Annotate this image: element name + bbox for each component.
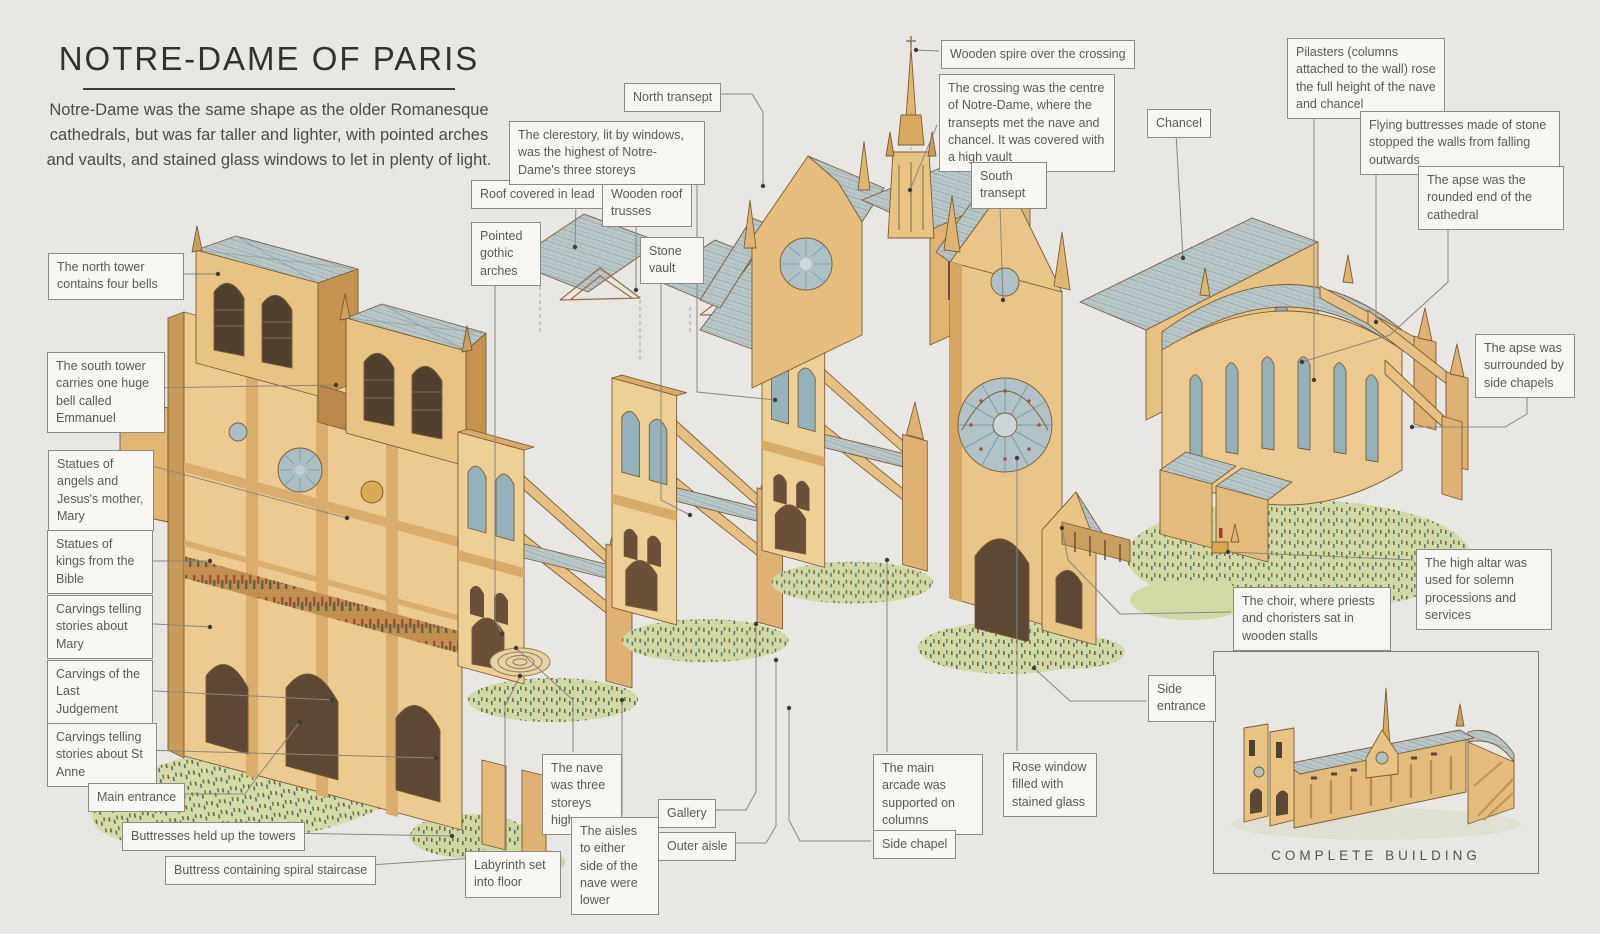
label-rose-window: Rose window filled with stained glass [1003,753,1097,817]
label-text: The main arcade was supported on columns [882,761,955,827]
label-text: The choir, where priests and choristers … [1242,594,1375,643]
label-text: Pilasters (columns attached to the wall)… [1296,45,1436,111]
label-carvings-st-anne: Carvings telling stories about St Anne [47,723,157,787]
label-text: Outer aisle [667,839,728,853]
label-labyrinth: Labyrinth set into floor [465,851,561,898]
label-text: Wooden spire over the crossing [950,47,1126,61]
label-text: Chancel [1156,116,1202,130]
label-text: The clerestory, lit by windows, was the … [518,128,684,177]
west-front-illustration [91,225,565,878]
label-text: The crossing was the centre of Notre-Dam… [948,81,1105,164]
gallery-of-kings [184,556,462,654]
label-side-chapel: Side chapel [873,830,957,860]
label-north-transept: North transept [624,83,722,113]
clock-roundel [360,480,384,504]
label-text: Wooden roof trusses [611,187,683,219]
inset-caption: COMPLETE BUILDING [1271,848,1481,863]
intro-text: Notre-Dame was the same shape as the old… [46,101,492,169]
label-apse-rounded: The apse was the rounded end of the cath… [1418,166,1564,230]
label-wooden-spire: Wooden spire over the crossing [941,40,1135,70]
label-buttress-spiral: Buttress containing spiral staircase [165,856,377,886]
label-statues-kings: Statues of kings from the Bible [47,530,153,594]
label-text: North transept [633,90,713,104]
label-text: Side entrance [1157,682,1206,714]
label-high-altar: The high altar was used for solemn proce… [1416,549,1552,630]
label-text: The nave was three storeys high [551,761,606,827]
label-south-transept: South transept [971,162,1047,209]
label-carvings-last-judgement: Carvings of the Last Judgement [47,660,153,724]
label-text: Buttress containing spiral staircase [174,863,368,877]
label-text: Carvings of the Last Judgement [56,667,141,716]
label-text: South transept [980,169,1026,201]
label-outer-aisle: Outer aisle [658,832,737,862]
complete-building-illustration [1231,687,1521,840]
floating-roof-1 [511,213,661,360]
north-transept-gable [743,141,885,389]
label-text: Labyrinth set into floor [474,858,546,890]
label-text: Buttresses held up the towers [131,829,296,843]
label-text: Main entrance [97,790,177,804]
label-side-entrance: Side entrance [1148,675,1216,722]
label-text: Gallery [667,806,707,820]
label-south-tower: The south tower carries one huge bell ca… [47,352,165,433]
label-pointed-arches: Pointed gothic arches [471,222,541,286]
label-text: Rose window filled with stained glass [1012,760,1087,809]
label-text: Carvings telling stories about Mary [56,602,142,651]
label-clerestory: The clerestory, lit by windows, was the … [509,121,705,185]
label-statues-angels: Statues of angels and Jesus's mother, Ma… [48,450,154,531]
transept-portal [974,538,1030,643]
label-text: The apse was the rounded end of the cath… [1427,173,1532,222]
label-stone-vault: Stone vault [640,237,704,284]
label-apse-side-chapels: The apse was surrounded by side chapels [1475,334,1575,398]
label-gallery: Gallery [658,799,716,829]
page-title: NOTRE-DAME OF PARIS [58,40,480,77]
label-text: Carvings telling stories about St Anne [56,730,143,779]
label-flying-buttresses: Flying buttresses made of stone stopped … [1360,111,1560,175]
label-text: Pointed gothic arches [480,229,523,278]
label-text: Statues of kings from the Bible [56,537,135,586]
label-text: Flying buttresses made of stone stopped … [1369,118,1547,167]
label-text: The aisles to either side of the nave we… [580,824,638,907]
label-text: The south tower carries one huge bell ca… [56,359,150,425]
label-choir: The choir, where priests and choristers … [1233,587,1391,651]
title-rule [83,88,455,90]
timber-truss [559,267,641,301]
transept-rose-window [957,377,1053,473]
exploded-spire [885,36,937,239]
label-main-entrance: Main entrance [88,783,186,813]
header-block: NOTRE-DAME OF PARIS Notre-Dame was the s… [40,40,498,172]
label-wooden-trusses: Wooden roof trusses [602,180,692,227]
label-text: The high altar was used for solemn proce… [1425,556,1528,622]
south-transept-front [918,173,1098,674]
complete-building-inset: COMPLETE BUILDING [1213,651,1539,874]
label-text: Stone vault [649,244,682,276]
label-text: Side chapel [882,837,948,851]
label-text: The apse was surrounded by side chapels [1484,341,1564,390]
label-aisles-lower: The aisles to either side of the nave we… [571,817,659,916]
label-crossing: The crossing was the centre of Notre-Dam… [939,74,1115,173]
label-text: Statues of angels and Jesus's mother, Ma… [57,457,144,523]
label-pilasters: Pilasters (columns attached to the wall)… [1287,38,1445,119]
label-text: The north tower contains four bells [57,260,158,292]
label-roof-lead: Roof covered in lead [471,180,604,210]
label-carvings-mary: Carvings telling stories about Mary [47,595,153,659]
label-chancel: Chancel [1147,109,1211,139]
north-tower-illustration [191,225,359,397]
label-buttresses-towers: Buttresses held up the towers [122,822,305,852]
label-main-arcade: The main arcade was supported on columns [873,754,983,835]
label-north-tower: The north tower contains four bells [48,253,184,300]
label-text: Roof covered in lead [480,187,595,201]
